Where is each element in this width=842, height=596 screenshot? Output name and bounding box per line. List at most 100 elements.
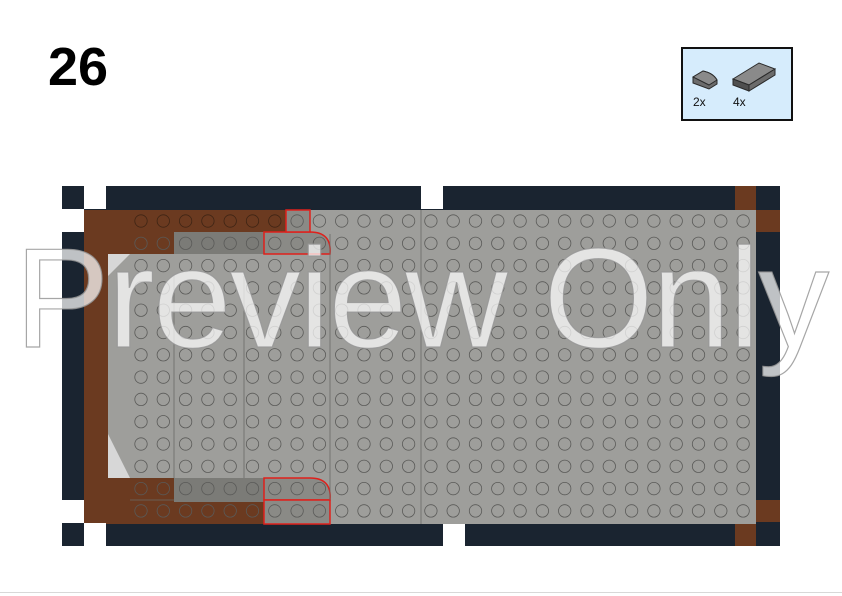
stud (491, 348, 505, 362)
stud (156, 348, 170, 362)
stud (401, 392, 416, 406)
stud (446, 236, 460, 250)
stud (335, 281, 349, 295)
stud (156, 392, 170, 406)
stud (669, 325, 683, 340)
stud (401, 214, 416, 228)
stud (424, 281, 438, 295)
stud (602, 214, 616, 228)
stud (201, 481, 215, 496)
stud (201, 258, 215, 273)
stud (379, 437, 393, 451)
stud (156, 303, 170, 317)
stud (201, 236, 215, 250)
stud (379, 370, 393, 384)
stud (179, 236, 193, 250)
stud (201, 303, 215, 317)
stud (179, 303, 193, 317)
dark-gray-tiles (174, 232, 264, 502)
stud (201, 437, 215, 451)
stud (602, 348, 616, 362)
stud (312, 325, 326, 340)
stud (580, 281, 594, 295)
stud (134, 392, 148, 406)
stud (602, 258, 616, 273)
stud (134, 415, 148, 429)
stud (357, 504, 371, 518)
stud (134, 214, 148, 228)
stud (535, 348, 550, 362)
stud (558, 392, 572, 406)
stud (134, 459, 148, 473)
stud (491, 481, 505, 496)
stud (401, 415, 416, 429)
stud (580, 459, 594, 473)
stud (624, 370, 639, 384)
stud (691, 415, 706, 429)
stud (669, 348, 683, 362)
stud (513, 258, 527, 273)
stud (335, 504, 349, 518)
stud (424, 348, 438, 362)
stud (156, 504, 170, 518)
stud (223, 459, 237, 473)
stud (624, 392, 639, 406)
stud (401, 236, 416, 250)
page-divider (0, 592, 842, 593)
stud (736, 415, 750, 429)
stud (268, 214, 282, 228)
stud (134, 348, 148, 362)
stud (714, 415, 728, 429)
stud (691, 236, 706, 250)
stud (268, 303, 282, 317)
stud (268, 504, 282, 518)
studs (134, 214, 750, 518)
stud (513, 281, 527, 295)
stud (357, 258, 371, 273)
stud (401, 481, 416, 496)
stud (134, 281, 148, 295)
stud (446, 459, 460, 473)
stud (669, 437, 683, 451)
stud (624, 504, 639, 518)
stud (335, 258, 349, 273)
stud (468, 236, 483, 250)
stud (401, 437, 416, 451)
stud (134, 236, 148, 250)
stud (379, 258, 393, 273)
stud (223, 504, 237, 518)
stud (736, 504, 750, 518)
stud (335, 303, 349, 317)
stud (223, 303, 237, 317)
stud (223, 415, 237, 429)
stud (312, 348, 326, 362)
stud (424, 504, 438, 518)
stud (424, 481, 438, 496)
stud (156, 415, 170, 429)
stud (535, 459, 550, 473)
stud (179, 258, 193, 273)
stud (357, 303, 371, 317)
stud (468, 258, 483, 273)
stud (179, 504, 193, 518)
stud (156, 481, 170, 496)
stud (223, 370, 237, 384)
stud (357, 281, 371, 295)
stud (201, 281, 215, 295)
stud (446, 481, 460, 496)
stud (558, 236, 572, 250)
stud (691, 504, 706, 518)
corner-white-tiles (62, 186, 465, 546)
stud (446, 258, 460, 273)
stud (691, 303, 706, 317)
stud (379, 303, 393, 317)
stud (446, 303, 460, 317)
stud (357, 236, 371, 250)
stud (312, 236, 326, 250)
stud (468, 303, 483, 317)
stud (357, 481, 371, 496)
stud (290, 370, 304, 384)
stud (468, 392, 483, 406)
stud (736, 437, 750, 451)
stud (335, 348, 349, 362)
